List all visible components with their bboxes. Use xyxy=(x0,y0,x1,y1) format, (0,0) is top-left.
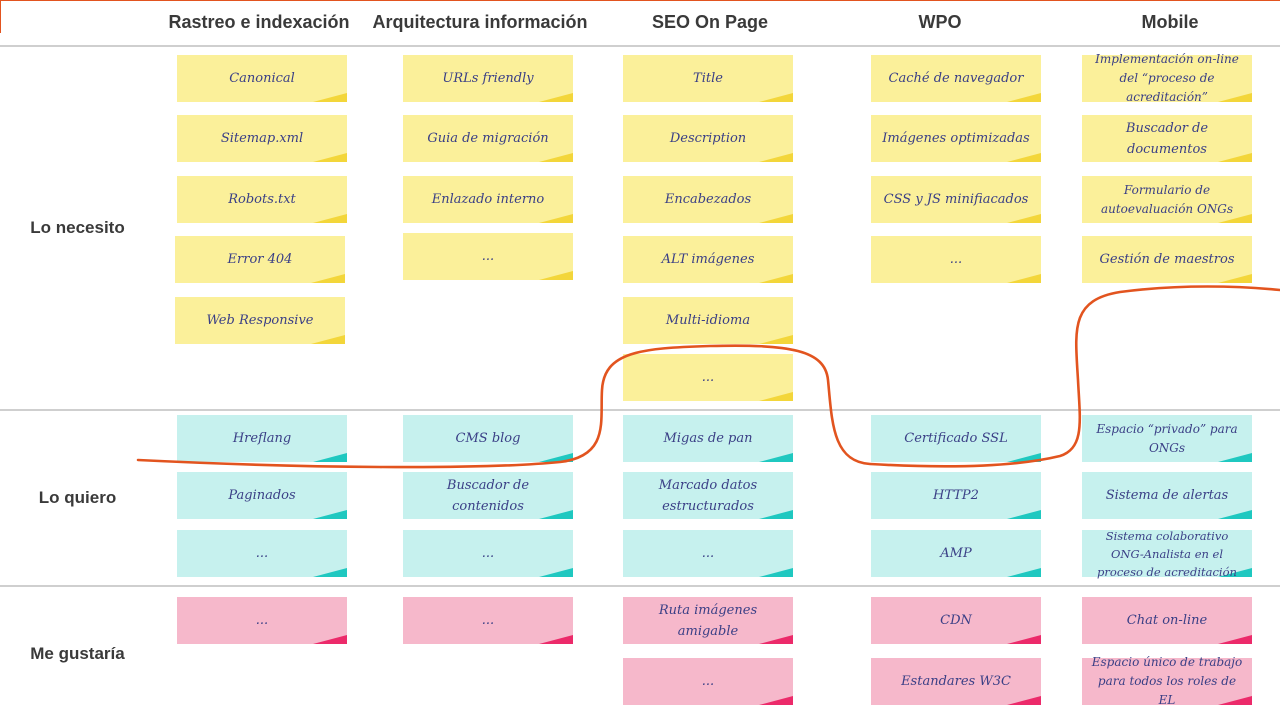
sticky-note: AMP xyxy=(871,530,1041,577)
sticky-note: Error 404 xyxy=(175,236,345,283)
sticky-note: Formulario de autoevaluación ONGs xyxy=(1082,176,1252,223)
sticky-note: Caché de navegador xyxy=(871,55,1041,102)
row-label-quiero: Lo quiero xyxy=(38,488,117,507)
sticky-note: ... xyxy=(403,233,573,280)
sticky-note: ... xyxy=(177,530,347,577)
sticky-note: Espacio “privado” para ONGs xyxy=(1082,415,1252,462)
sticky-note: ... xyxy=(623,530,793,577)
sticky-note: Buscador de documentos xyxy=(1082,115,1252,162)
row-label-necesito: Lo necesito xyxy=(30,218,125,237)
sticky-note: Buscador de contenidos xyxy=(403,472,573,519)
sticky-note: URLs friendly xyxy=(403,55,573,102)
sticky-note: CDN xyxy=(871,597,1041,644)
sticky-note: Sitemap.xml xyxy=(177,115,347,162)
sticky-note: ALT imágenes xyxy=(623,236,793,283)
sticky-note: Multi-idioma xyxy=(623,297,793,344)
sticky-note: Robots.txt xyxy=(177,176,347,223)
column-header-arquitectura: Arquitectura información xyxy=(372,12,588,32)
sticky-note: Paginados xyxy=(177,472,347,519)
sticky-note: Canonical xyxy=(177,55,347,102)
row-divider-2 xyxy=(0,585,1280,587)
sticky-note: CSS y JS minifiacados xyxy=(871,176,1041,223)
column-header-seo: SEO On Page xyxy=(651,12,769,32)
sticky-note: Gestión de maestros xyxy=(1082,236,1252,283)
sticky-note: Enlazado interno xyxy=(403,176,573,223)
sticky-note: Imágenes optimizadas xyxy=(871,115,1041,162)
sticky-note: Ruta imágenes amigable xyxy=(623,597,793,644)
sticky-note: Encabezados xyxy=(623,176,793,223)
row-divider-1 xyxy=(0,409,1280,411)
sticky-note: ... xyxy=(623,354,793,401)
sticky-note: HTTP2 xyxy=(871,472,1041,519)
sticky-note: Description xyxy=(623,115,793,162)
sticky-note: Sistema colaborativo ONG-Analista en el … xyxy=(1082,529,1252,579)
row-label-gustaria: Me gustaría xyxy=(30,644,125,663)
column-header-mobile: Mobile xyxy=(1141,12,1199,32)
sticky-note: ... xyxy=(403,530,573,577)
column-header-rastreo: Rastreo e indexación xyxy=(168,12,350,32)
sticky-note: ... xyxy=(177,597,347,644)
sticky-note: Marcado datos estructurados xyxy=(623,472,793,519)
sticky-note: ... xyxy=(623,658,793,705)
top-border-line xyxy=(0,0,1280,1)
sticky-note: ... xyxy=(403,597,573,644)
sticky-note: Chat on-line xyxy=(1082,597,1252,644)
sticky-note: Migas de pan xyxy=(623,415,793,462)
column-header-wpo: WPO xyxy=(918,12,962,32)
sticky-note: Guia de migración xyxy=(403,115,573,162)
sticky-note: Espacio único de trabajo para todos los … xyxy=(1082,655,1252,707)
sticky-note: Certificado SSL xyxy=(871,415,1041,462)
sticky-note: Hreflang xyxy=(177,415,347,462)
sticky-note: Estandares W3C xyxy=(871,658,1041,705)
sticky-note: Web Responsive xyxy=(175,297,345,344)
sticky-note: CMS blog xyxy=(403,415,573,462)
top-left-border-line xyxy=(0,0,1,33)
sticky-note: Sistema de alertas xyxy=(1082,472,1252,519)
sticky-note: ... xyxy=(871,236,1041,283)
header-divider xyxy=(0,45,1280,47)
sticky-note: Implementación on-line del “proceso de a… xyxy=(1082,52,1252,104)
sticky-note: Title xyxy=(623,55,793,102)
